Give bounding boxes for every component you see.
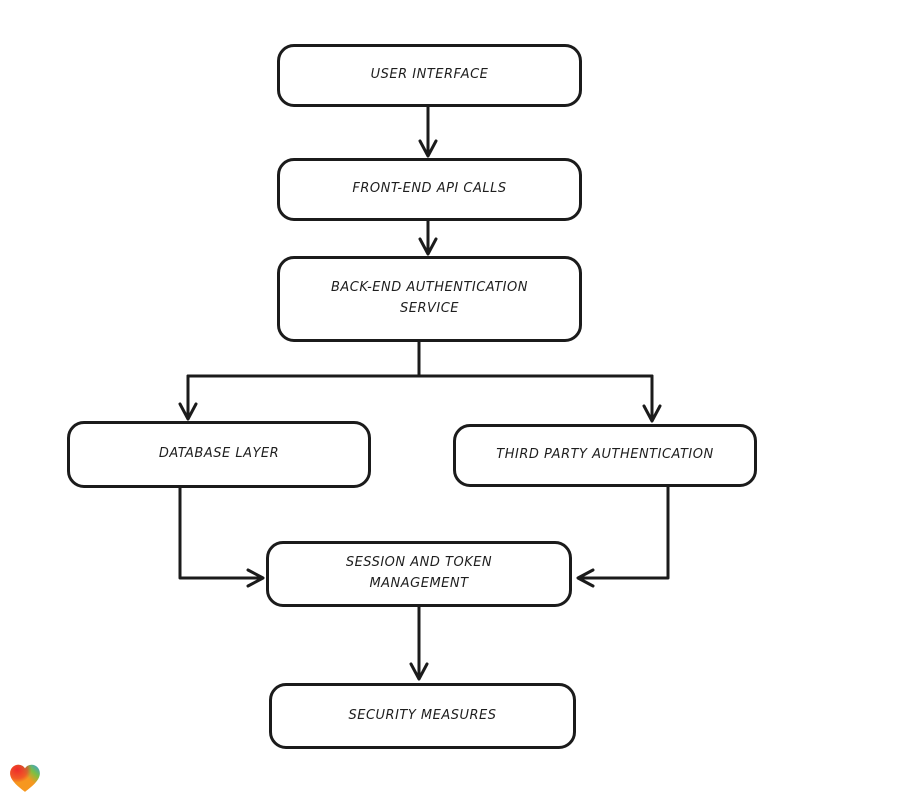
node-database-layer: DATABASE LAYER [67,421,371,488]
edge-ui-to-frontend [418,105,438,158]
node-third-party-authentication: THIRD PARTY AUTHENTICATION [453,424,757,487]
node-third-party-authentication-label: THIRD PARTY AUTHENTICATION [496,447,714,463]
node-database-layer-label: DATABASE LAYER [158,446,280,462]
node-user-interface-label: USER INTERFACE [370,67,489,83]
node-user-interface: USER INTERFACE [277,44,582,107]
node-security-measures: SECURITY MEASURES [269,683,576,749]
node-front-end-api-calls: FRONT-END API CALLS [277,158,582,221]
node-session-and-token-management-label: SESSION AND TOKEN MANAGEMENT [345,555,493,591]
node-back-end-authentication-service: BACK-END AUTHENTICATION SERVICE [277,256,582,342]
node-back-end-authentication-service-label: BACK-END AUTHENTICATION SERVICE [331,280,528,316]
edge-session-to-security [409,605,429,681]
heart-icon[interactable] [8,761,42,795]
node-session-and-token-management: SESSION AND TOKEN MANAGEMENT [266,541,572,607]
node-security-measures-label: SECURITY MEASURES [348,707,497,723]
edge-frontend-to-backend [418,219,438,256]
node-front-end-api-calls-label: FRONT-END API CALLS [352,181,507,197]
edge-backend-split [178,340,662,423]
edge-thirdparty-to-session [576,485,670,588]
edge-database-to-session [178,486,265,588]
